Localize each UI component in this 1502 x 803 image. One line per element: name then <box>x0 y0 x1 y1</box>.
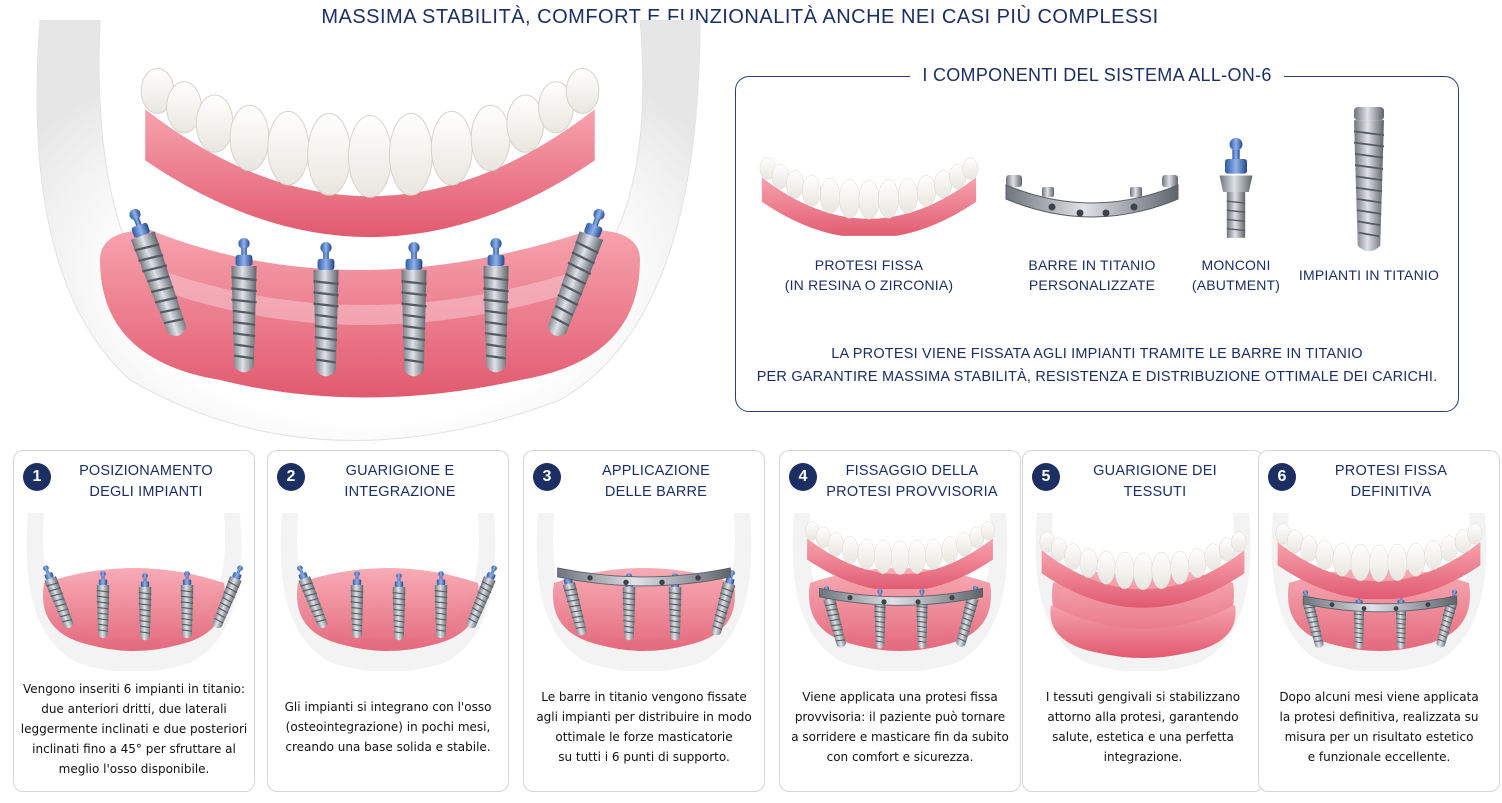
step-description: Gli impianti si integrano con l'osso (os… <box>284 700 492 754</box>
step-title: GUARIGIONE E INTEGRAZIONE <box>344 463 456 500</box>
component-abutment: MONCONI (ABUTMENT) <box>1184 137 1288 295</box>
step-card-4: 4 FISSAGGIO DELLA PROTESI PROVVISORIA Vi… <box>779 450 1021 792</box>
step-illustration-tissue <box>1035 513 1251 671</box>
step-card-5: 5 GUARIGIONE DEI TESSUTI I tessuti gengi… <box>1022 450 1264 792</box>
step-card-6: 6 PROTESI FISSA DEFINITIVA Dopo alcuni m… <box>1258 450 1500 792</box>
step-illustration-bars <box>536 513 752 671</box>
component-denture: PROTESI FISSA (IN RESINA O ZIRCONIA) <box>754 137 984 295</box>
components-note: LA PROTESI VIENE FISSATA AGLI IMPIANTI T… <box>736 343 1458 389</box>
denture-icon <box>759 157 979 236</box>
components-panel: I COMPONENTI DEL SISTEMA ALL-ON-6 PROTES… <box>735 65 1459 412</box>
component-label: PROTESI FISSA <box>814 257 924 273</box>
hero-jaw-illustration <box>36 20 701 441</box>
implant-shape <box>400 242 428 378</box>
step-description: Dopo alcuni mesi viene applicata la prot… <box>1279 690 1479 764</box>
component-label: PERSONALIZZATE <box>1028 277 1156 293</box>
step-number-badge: 6 <box>1268 463 1296 491</box>
component-label: IMPIANTI IN TITANIO <box>1298 267 1440 283</box>
component-label: (IN RESINA O ZIRCONIA) <box>784 277 954 293</box>
step-card-1: 1 POSIZIONAMENTO DEGLI IMPIANTI Vengono … <box>13 450 255 792</box>
components-note-line: LA PROTESI VIENE FISSATA AGLI IMPIANTI T… <box>831 346 1363 362</box>
step-number-badge: 1 <box>23 463 51 491</box>
implant-icon <box>1353 107 1385 252</box>
step-description: Vengono inseriti 6 impianti in titanio: … <box>20 682 248 776</box>
step-number-badge: 5 <box>1032 463 1060 491</box>
step-card-2: 2 GUARIGIONE E INTEGRAZIONE Gli impianti… <box>267 450 509 792</box>
abutment-icon <box>1219 137 1253 238</box>
step-title: PROTESI FISSA DEFINITIVA <box>1334 463 1448 500</box>
step-description: I tessuti gengivali si stabilizzano atto… <box>1045 690 1241 764</box>
step-illustration-final <box>1271 513 1487 671</box>
components-note-line: PER GARANTIRE MASSIMA STABILITÀ, RESISTE… <box>756 369 1438 385</box>
titanium-bar-icon <box>1005 175 1179 218</box>
component-label: (ABUTMENT) <box>1191 277 1281 293</box>
step-description: Le barre in titanio vengono fissate agli… <box>536 690 752 764</box>
step-number-badge: 4 <box>789 463 817 491</box>
component-label: MONCONI <box>1201 257 1271 273</box>
upper-prosthesis-shape <box>140 67 600 238</box>
step-title: FISSAGGIO DELLA PROTESI PROVVISORIA <box>826 463 998 500</box>
component-implant: IMPIANTI IN TITANIO <box>1294 107 1444 285</box>
step-title: POSIZIONAMENTO DEGLI IMPIANTI <box>79 463 213 500</box>
step-card-3: 3 APPLICAZIONE DELLE BARRE Le barre in t… <box>523 450 765 792</box>
step-illustration-integration <box>280 513 502 671</box>
implant-shape <box>312 242 340 378</box>
step-illustration-implants <box>26 513 248 671</box>
step-number-badge: 2 <box>277 463 305 491</box>
step-illustration-temporary <box>792 513 1008 671</box>
component-label: BARRE IN TITANIO <box>1028 257 1156 273</box>
step-title: APPLICAZIONE DELLE BARRE <box>602 463 710 500</box>
step-number-badge: 3 <box>533 463 561 491</box>
component-bar: BARRE IN TITANIO PERSONALIZZATE <box>998 137 1186 295</box>
step-description: Viene applicata una protesi fissa provvi… <box>791 690 1009 764</box>
step-title: GUARIGIONE DEI TESSUTI <box>1093 463 1217 500</box>
page-title: MASSIMA STABILITÀ, COMFORT E FUNZIONALIT… <box>321 6 1159 28</box>
components-title: I COMPONENTI DEL SISTEMA ALL-ON-6 <box>910 65 1284 85</box>
